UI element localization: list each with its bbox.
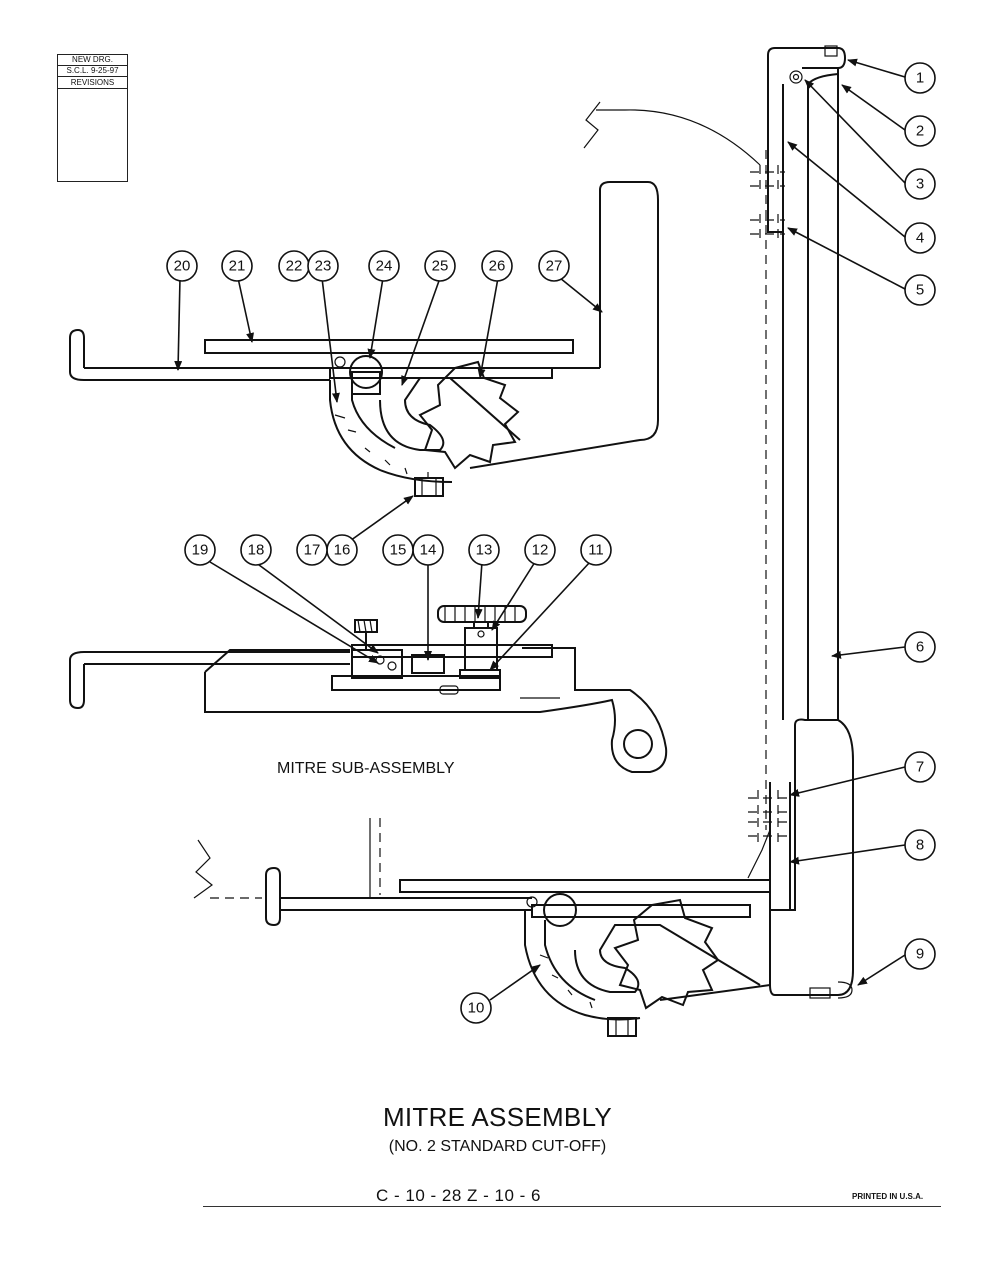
revision-new-drawing: NEW DRG. bbox=[58, 55, 127, 66]
svg-text:27: 27 bbox=[546, 258, 563, 275]
callout-25: 25 bbox=[424, 250, 456, 282]
callout-5: 5 bbox=[904, 274, 936, 306]
callout-2: 2 bbox=[904, 115, 936, 147]
callout-12: 12 bbox=[524, 534, 556, 566]
svg-text:8: 8 bbox=[916, 837, 924, 854]
callout-20: 20 bbox=[166, 250, 198, 282]
callouts: 1 2 3 4 5 6 7 8 9 10 11 12 13 14 15 16 1… bbox=[166, 62, 936, 1024]
callout-26: 26 bbox=[481, 250, 513, 282]
callout-27: 27 bbox=[538, 250, 570, 282]
callout-1: 1 bbox=[904, 62, 936, 94]
svg-text:22: 22 bbox=[286, 258, 303, 275]
callout-9: 9 bbox=[904, 938, 936, 970]
revisions-header: REVISIONS bbox=[58, 77, 127, 89]
svg-text:21: 21 bbox=[229, 258, 246, 275]
svg-text:18: 18 bbox=[248, 542, 265, 559]
svg-text:5: 5 bbox=[916, 282, 924, 299]
svg-text:15: 15 bbox=[390, 542, 407, 559]
callout-15: 15 bbox=[382, 534, 414, 566]
callout-18: 18 bbox=[240, 534, 272, 566]
callout-13: 13 bbox=[468, 534, 500, 566]
revision-date: S.C.L. 9-25-97 bbox=[58, 66, 127, 77]
callout-6: 6 bbox=[904, 631, 936, 663]
svg-text:3: 3 bbox=[916, 176, 924, 193]
mitre-sub-assembly bbox=[69, 605, 668, 773]
upper-mitre-view bbox=[69, 181, 659, 497]
callout-24: 24 bbox=[368, 250, 400, 282]
svg-text:12: 12 bbox=[532, 542, 549, 559]
svg-text:13: 13 bbox=[476, 542, 493, 559]
svg-text:20: 20 bbox=[174, 258, 191, 275]
footer-rule bbox=[203, 1206, 941, 1207]
callout-7: 7 bbox=[904, 751, 936, 783]
callout-3: 3 bbox=[904, 168, 936, 200]
svg-text:1: 1 bbox=[916, 70, 924, 87]
svg-text:4: 4 bbox=[916, 230, 924, 247]
callout-4: 4 bbox=[904, 222, 936, 254]
callout-21: 21 bbox=[221, 250, 253, 282]
sub-assembly-label: MITRE SUB-ASSEMBLY bbox=[277, 760, 455, 777]
svg-text:26: 26 bbox=[489, 258, 506, 275]
svg-text:25: 25 bbox=[432, 258, 449, 275]
printed-in-usa: PRINTED IN U.S.A. bbox=[852, 1192, 924, 1201]
lower-mitre-view bbox=[193, 818, 771, 1037]
callout-23: 23 bbox=[307, 250, 339, 282]
callout-17: 17 bbox=[296, 534, 328, 566]
svg-text:11: 11 bbox=[588, 542, 604, 559]
callout-16: 16 bbox=[326, 534, 358, 566]
svg-text:24: 24 bbox=[376, 258, 393, 275]
svg-text:14: 14 bbox=[420, 542, 437, 559]
svg-text:6: 6 bbox=[916, 639, 924, 656]
revision-block: NEW DRG. S.C.L. 9-25-97 REVISIONS bbox=[57, 54, 128, 182]
callout-11: 11 bbox=[580, 534, 612, 566]
callout-22: 22 bbox=[278, 250, 310, 282]
callout-8: 8 bbox=[904, 829, 936, 861]
svg-text:10: 10 bbox=[468, 1000, 485, 1017]
upper-bolts bbox=[583, 101, 785, 830]
svg-text:2: 2 bbox=[916, 123, 924, 140]
svg-text:9: 9 bbox=[916, 946, 924, 963]
callout-10: 10 bbox=[460, 992, 492, 1024]
svg-text:7: 7 bbox=[916, 759, 924, 776]
callout-19: 19 bbox=[184, 534, 216, 566]
drawing-subtitle: (NO. 2 STANDARD CUT-OFF) bbox=[388, 1138, 607, 1155]
svg-text:23: 23 bbox=[315, 258, 332, 275]
svg-text:16: 16 bbox=[334, 542, 351, 559]
leader-lines bbox=[174, 58, 906, 1001]
callout-14: 14 bbox=[412, 534, 444, 566]
drawing-numbers: C - 10 - 28 Z - 10 - 6 bbox=[376, 1186, 541, 1205]
drawing-title: MITRE ASSEMBLY bbox=[382, 1102, 613, 1132]
svg-text:19: 19 bbox=[192, 542, 209, 559]
svg-text:17: 17 bbox=[304, 542, 321, 559]
